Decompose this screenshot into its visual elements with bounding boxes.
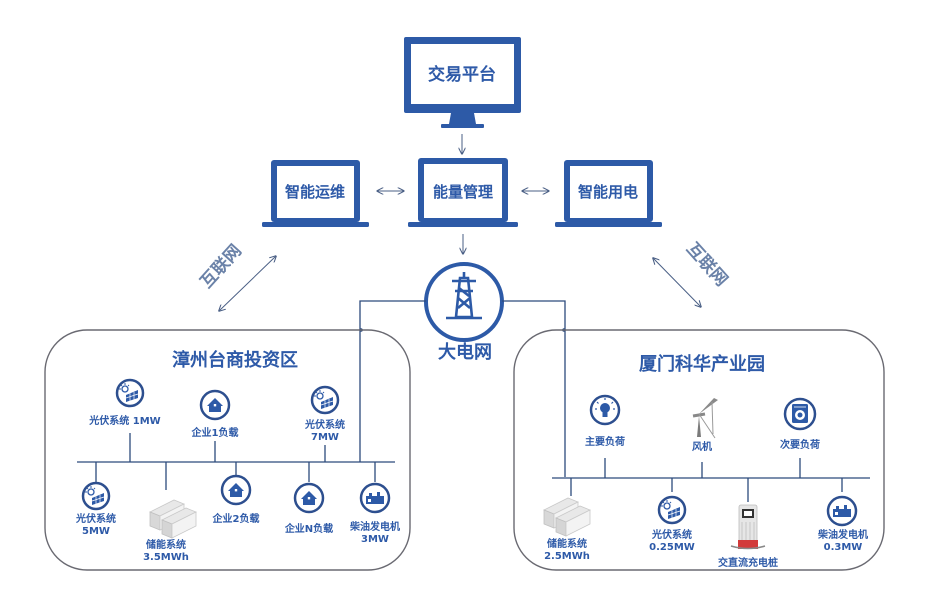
- wind-turbine-icon: [692, 398, 718, 439]
- right-zone-frame: [513, 329, 885, 571]
- power-grid-node[interactable]: [424, 262, 504, 342]
- right-zone-title: 厦门科华产业园: [639, 353, 765, 375]
- trading-platform-label: 交易平台: [428, 64, 496, 85]
- left-enterprise-2-load[interactable]: 企业2负载: [212, 474, 260, 525]
- smart-ops-label: 智能运维: [285, 183, 345, 201]
- right-wind-turbine[interactable]: 风机: [692, 398, 718, 453]
- internet-arrow-right: [653, 258, 701, 307]
- energy-management-label: 能量管理: [433, 183, 493, 201]
- smart-power-laptop[interactable]: 智能用电: [555, 160, 662, 227]
- left-zone-title: 漳州台商投资区: [172, 349, 298, 371]
- house-icon: [199, 389, 231, 421]
- battery-storage-icon: [543, 497, 591, 537]
- left-storage-capacity: 3.5MWh: [143, 552, 189, 563]
- trading-platform-monitor[interactable]: 交易平台: [404, 37, 521, 128]
- right-diesel-label: 柴油发电机: [817, 528, 868, 541]
- right-ev-charger[interactable]: 交直流充电桩: [718, 504, 778, 569]
- left-solar-5mw[interactable]: 光伏系统 5MW: [75, 481, 116, 537]
- left-storage-label: 储能系统: [145, 538, 186, 551]
- right-wind-turbine-label: 风机: [692, 440, 712, 453]
- internet-label-right: 互联网: [682, 239, 731, 290]
- energy-management-laptop[interactable]: 能量管理: [408, 158, 518, 227]
- diesel-generator-icon: [826, 495, 858, 527]
- left-enterprise-1-label: 企业1负载: [191, 426, 239, 439]
- left-solar-1mw-label: 光伏系统 1MW: [88, 414, 160, 427]
- lightbulb-icon: [589, 394, 621, 426]
- grid-to-left-line: [359, 300, 426, 462]
- right-solar-label: 光伏系统: [651, 528, 692, 541]
- left-solar-5mw-label: 光伏系统: [75, 512, 116, 525]
- internet-label-left: 互联网: [197, 241, 246, 292]
- right-secondary-load[interactable]: 次要负荷: [780, 397, 820, 451]
- ev-charger-icon: [730, 504, 766, 550]
- solar-panel-icon: [657, 495, 687, 525]
- left-solar-1mw[interactable]: 光伏系统 1MW: [88, 378, 161, 427]
- house-icon: [220, 474, 252, 506]
- right-ev-charger-label: 交直流充电桩: [718, 556, 778, 569]
- smart-ops-laptop[interactable]: 智能运维: [262, 160, 369, 227]
- internet-arrow-left: [219, 256, 276, 311]
- solar-panel-icon: [115, 378, 145, 408]
- smart-power-label: 智能用电: [578, 183, 638, 201]
- washing-machine-icon: [783, 397, 817, 431]
- left-diesel-label: 柴油发电机: [349, 520, 400, 533]
- right-primary-load[interactable]: 主要负荷: [585, 394, 625, 448]
- left-solar-7mw-capacity: 7MW: [311, 432, 339, 443]
- left-solar-7mw[interactable]: 光伏系统 7MW: [304, 385, 345, 443]
- right-diesel-capacity: 0.3MW: [824, 542, 863, 553]
- left-solar-7mw-label: 光伏系统: [304, 418, 345, 431]
- left-zone-frame: [44, 329, 411, 571]
- left-enterprise-n-load[interactable]: 企业N负载: [284, 482, 333, 535]
- right-primary-load-label: 主要负荷: [585, 435, 625, 448]
- left-diesel-generator[interactable]: 柴油发电机 3MW: [349, 482, 400, 545]
- diesel-generator-icon: [359, 482, 391, 514]
- transmission-tower-icon: [446, 272, 482, 320]
- solar-panel-icon: [310, 385, 340, 415]
- left-enterprise-n-label: 企业N负载: [284, 522, 333, 535]
- right-storage-capacity: 2.5MWh: [544, 551, 590, 562]
- right-diesel-generator[interactable]: 柴油发电机 0.3MW: [817, 495, 868, 553]
- left-enterprise-1-load[interactable]: 企业1负载: [191, 389, 239, 439]
- battery-storage-icon: [149, 499, 197, 539]
- house-icon: [293, 482, 325, 514]
- right-storage-label: 储能系统: [546, 537, 587, 550]
- left-energy-storage[interactable]: 储能系统 3.5MWh: [143, 499, 197, 563]
- right-energy-storage[interactable]: 储能系统 2.5MWh: [543, 497, 591, 562]
- grid-to-right-line: [502, 300, 566, 477]
- left-solar-5mw-capacity: 5MW: [82, 526, 110, 537]
- right-secondary-load-label: 次要负荷: [780, 438, 820, 451]
- solar-panel-icon: [81, 481, 111, 511]
- left-enterprise-2-label: 企业2负载: [212, 512, 260, 525]
- right-solar-025mw[interactable]: 光伏系统 0.25MW: [649, 495, 695, 553]
- grid-label: 大电网: [438, 341, 492, 363]
- right-solar-capacity: 0.25MW: [649, 542, 695, 553]
- left-diesel-capacity: 3MW: [361, 534, 389, 545]
